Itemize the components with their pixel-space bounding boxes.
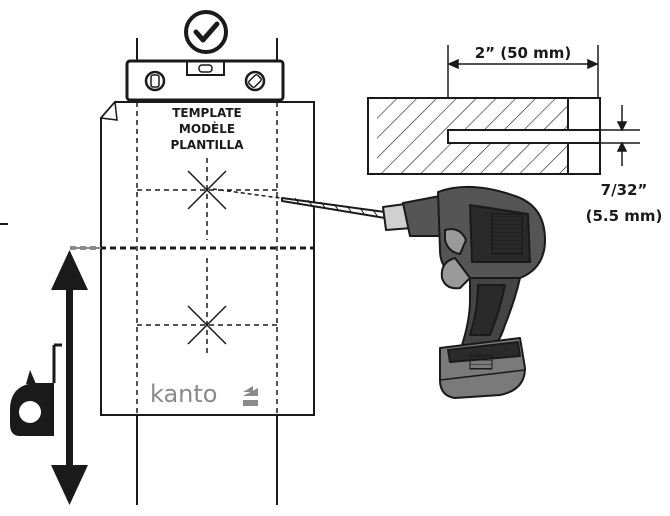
checkmark-circle-icon [184, 10, 228, 54]
power-drill-icon [281, 185, 546, 399]
width-dimension [447, 45, 599, 98]
bit-size-metric: (5.5 mm) [586, 207, 663, 225]
drill-mark-lower [187, 305, 227, 345]
bit-size-dimension [600, 105, 640, 166]
tape-measure-icon [10, 343, 62, 436]
kanto-logo-text: kanto [150, 380, 218, 408]
template-label: TEMPLATE MODÈLE PLANTILLA [160, 104, 254, 154]
kanto-logo: kanto [146, 378, 268, 408]
kanto-logo-mark [243, 386, 258, 406]
template-guide-lines [136, 102, 278, 415]
width-dimension-label: 2” (50 mm) [475, 44, 572, 62]
cross-section-diagram [367, 97, 601, 175]
wall-stud-lines [136, 38, 278, 505]
drill-mark-upper [187, 170, 227, 210]
template-label-en: TEMPLATE [172, 106, 242, 120]
template-label-fr: MODÈLE [179, 121, 235, 136]
template-label-es: PLANTILLA [170, 138, 244, 152]
height-measurement-arrow [51, 250, 88, 505]
bit-size-imperial: 7/32” [601, 181, 648, 199]
spirit-level-icon [125, 59, 285, 102]
drill-trajectory [212, 188, 281, 199]
